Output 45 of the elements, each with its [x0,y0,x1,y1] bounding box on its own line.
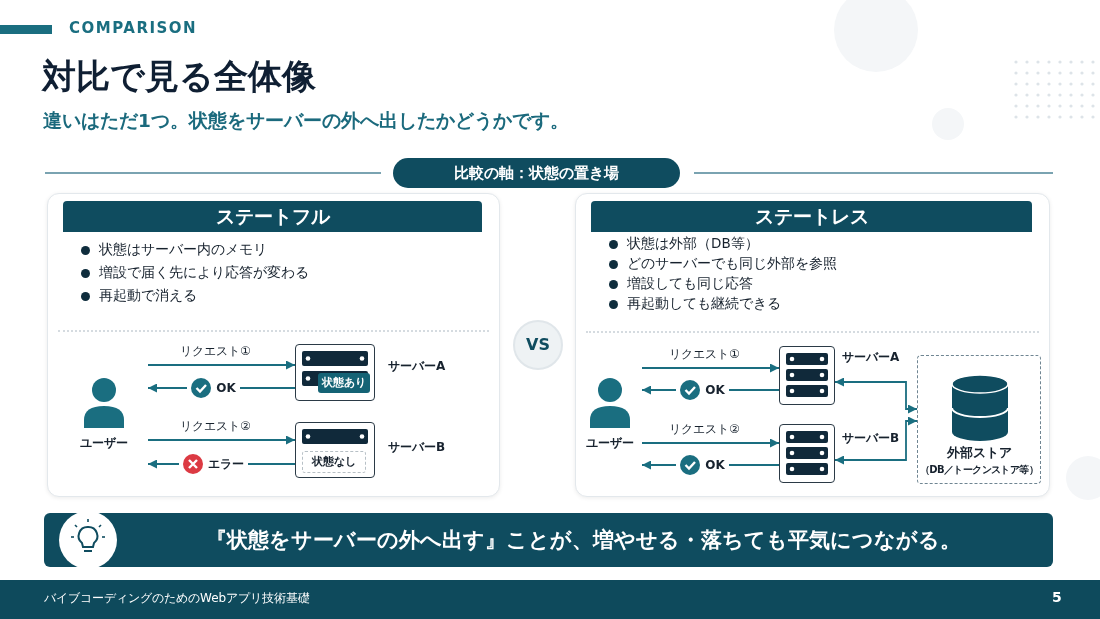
arrow [834,377,918,414]
section-pill: 比較の軸：状態の置き場 [393,158,680,188]
server-label: サーバーA [842,349,900,366]
bullet-item: 増設しても同じ応答 [607,275,753,293]
bullet-item: 状態はサーバー内のメモリ [79,241,267,259]
server-label: サーバーB [388,439,446,456]
server-label: サーバーB [842,430,900,447]
user-label: ユーザー [79,435,129,452]
bullet-item: 再起動しても継続できる [607,295,781,313]
edge-label: OK [216,381,236,395]
arrow [641,438,780,448]
edge-label: OK [705,458,725,472]
card-header: ステートレス [591,201,1032,232]
message-banner [44,513,1053,567]
bullet-item: どのサーバーでも同じ外部を参照 [607,255,837,273]
comparison-card [575,193,1050,497]
edge-label: OK [705,383,725,397]
footer-text: バイブコーディングのためのWebアプリ技術基礎 [44,590,311,607]
datastore-box [917,355,1041,484]
card-header: ステートフル [63,201,482,232]
page-number: 5 [1052,589,1062,605]
arrow [834,416,918,465]
slide-title: 対比で見る全体像 [42,55,316,98]
store-note: （DB／トークンストア等） [918,463,1040,477]
user-label: ユーザー [585,435,635,452]
server-box [779,346,835,405]
edge-label: エラー [208,455,244,473]
bullet-item: 再起動で消える [79,287,197,305]
arrow [641,363,780,373]
section-label: COMPARISON [69,19,198,37]
arrow [147,435,296,445]
slide-subtitle: 違いはただ1つ。状態をサーバーの外へ出したかどうかです。 [43,109,569,133]
server-label: サーバーA [388,358,446,375]
status-tag: 状態あり [318,373,370,393]
banner-text: 『状態をサーバーの外へ出す』ことが、増やせる・落ちても平気につながる。 [205,527,962,554]
arrow [147,360,296,370]
store-label: 外部ストア [945,445,1013,462]
comparison-card [47,193,500,497]
status-tag: 状態なし [302,451,366,473]
server-box [295,422,375,478]
bullet-item: 状態は外部（DB等） [607,235,759,253]
server-box [295,344,375,401]
bullet-item: 増設で届く先により応答が変わる [79,264,309,282]
vs-badge: VS [513,320,563,370]
server-box [779,424,835,483]
